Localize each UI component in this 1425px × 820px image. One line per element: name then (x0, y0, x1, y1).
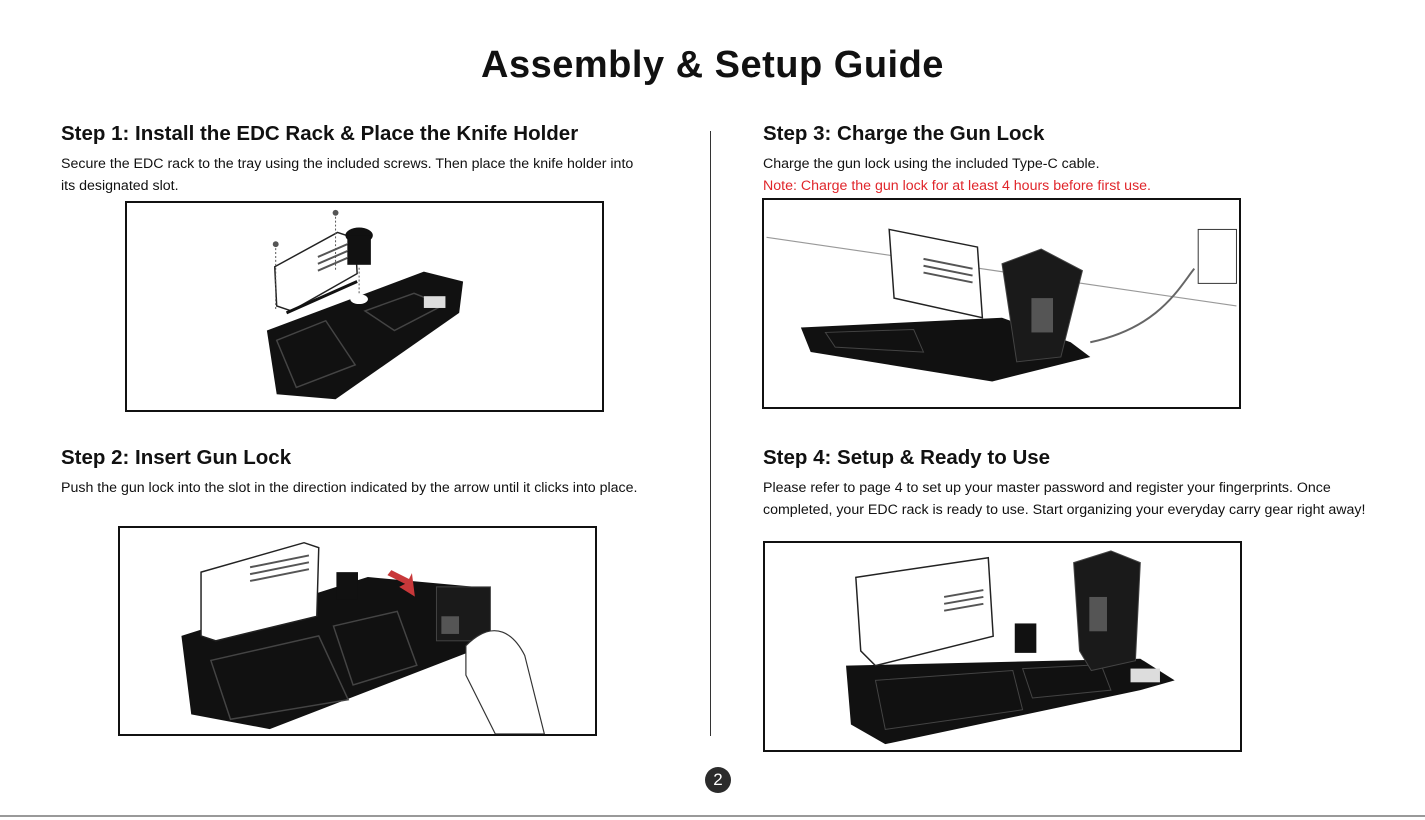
step-1: Step 1: Install the EDC Rack & Place the… (61, 122, 651, 197)
step-3-text: Charge the gun lock using the included T… (763, 156, 1100, 172)
step-1-assembly-drawing (266, 209, 464, 400)
page-number: 2 (705, 767, 731, 793)
bottom-rule (0, 815, 1425, 817)
step-1-heading: Step 1: Install the EDC Rack & Place the… (61, 122, 579, 145)
step-3: Step 3: Charge the Gun Lock Charge the g… (763, 122, 1363, 197)
page-title: Assembly & Setup Guide (481, 44, 944, 86)
step-2-heading: Step 2: Insert Gun Lock (61, 446, 292, 469)
step-1-illustration (125, 201, 604, 412)
step-4-heading: Step 4: Setup & Ready to Use (763, 446, 1051, 469)
step-2-illustration (118, 526, 597, 736)
step-3-note: Note: Charge the gun lock for at least 4… (763, 178, 1152, 194)
column-divider (710, 131, 711, 736)
step-4: Step 4: Setup & Ready to Use Please refe… (763, 446, 1383, 521)
step-3-heading: Step 3: Charge the Gun Lock (763, 122, 1045, 145)
step-2-insert-drawing (181, 541, 545, 734)
step-2-text: Push the gun lock into the slot in the d… (61, 480, 638, 496)
step-4-illustration (763, 541, 1242, 752)
step-1-text: Secure the EDC rack to the tray using th… (61, 156, 634, 194)
step-3-illustration (762, 198, 1241, 409)
step-4-text: Please refer to page 4 to set up your ma… (763, 480, 1366, 518)
step-3-charging-drawing (766, 228, 1237, 382)
step-2: Step 2: Insert Gun Lock Push the gun loc… (61, 446, 651, 499)
step-4-ready-drawing (846, 550, 1175, 745)
